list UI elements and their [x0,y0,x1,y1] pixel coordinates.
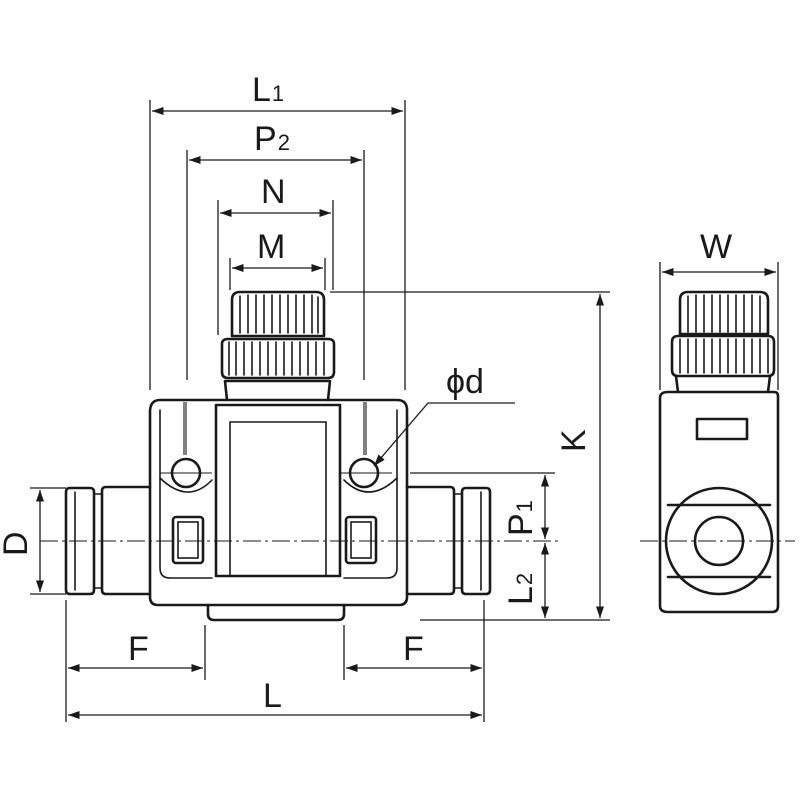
label-F-right: F [403,630,424,668]
main-body [148,398,409,607]
knob-stem [223,379,332,402]
needle-knob [230,290,326,338]
dimension-labels: L1 P2 N M W ϕd K D P1 L2 F F L [0,71,732,715]
needle-knob-knurl [239,294,319,334]
bottom-boss [206,603,346,622]
side-needle-knob [678,290,770,336]
lock-nut [220,337,336,380]
label-phi-d: ϕd [446,363,484,401]
label-W: W [700,228,732,266]
inner-slot-right-inner [350,521,372,559]
body-inner-window [214,403,342,578]
label-D: D [0,531,35,556]
label-L1: L1 [252,71,284,109]
dimension-lines [30,100,779,722]
left-wing-outline [159,409,213,579]
label-L2: L2 [502,573,540,605]
side-lock-nut [670,334,776,378]
label-N: N [261,173,286,211]
label-L: L [263,677,282,715]
left-connector-release-ring [64,486,96,596]
right-wing-curve [343,477,398,493]
label-M: M [257,228,285,266]
hole-left-centerline [183,402,187,455]
inner-slot-right [344,515,378,565]
label-K: K [555,429,593,452]
hole-right-centerline [363,402,367,455]
side-slot [695,417,749,441]
lock-nut-knurl [228,341,325,376]
side-body [658,390,780,614]
inner-slot-left-inner [177,521,199,559]
side-lock-nut-knurl [679,338,769,374]
side-needle-knob-knurl [687,294,761,333]
label-P1: P1 [502,500,540,536]
right-wing-outline [343,409,398,579]
side-view [640,290,795,614]
inner-slot-left [171,515,205,565]
label-F-left: F [128,630,149,668]
left-wing-curve [159,477,213,493]
label-P2: P2 [254,120,290,158]
dim-phi-d-leader [373,402,515,467]
right-connector-release-ring [460,486,492,596]
front-view [40,290,560,622]
